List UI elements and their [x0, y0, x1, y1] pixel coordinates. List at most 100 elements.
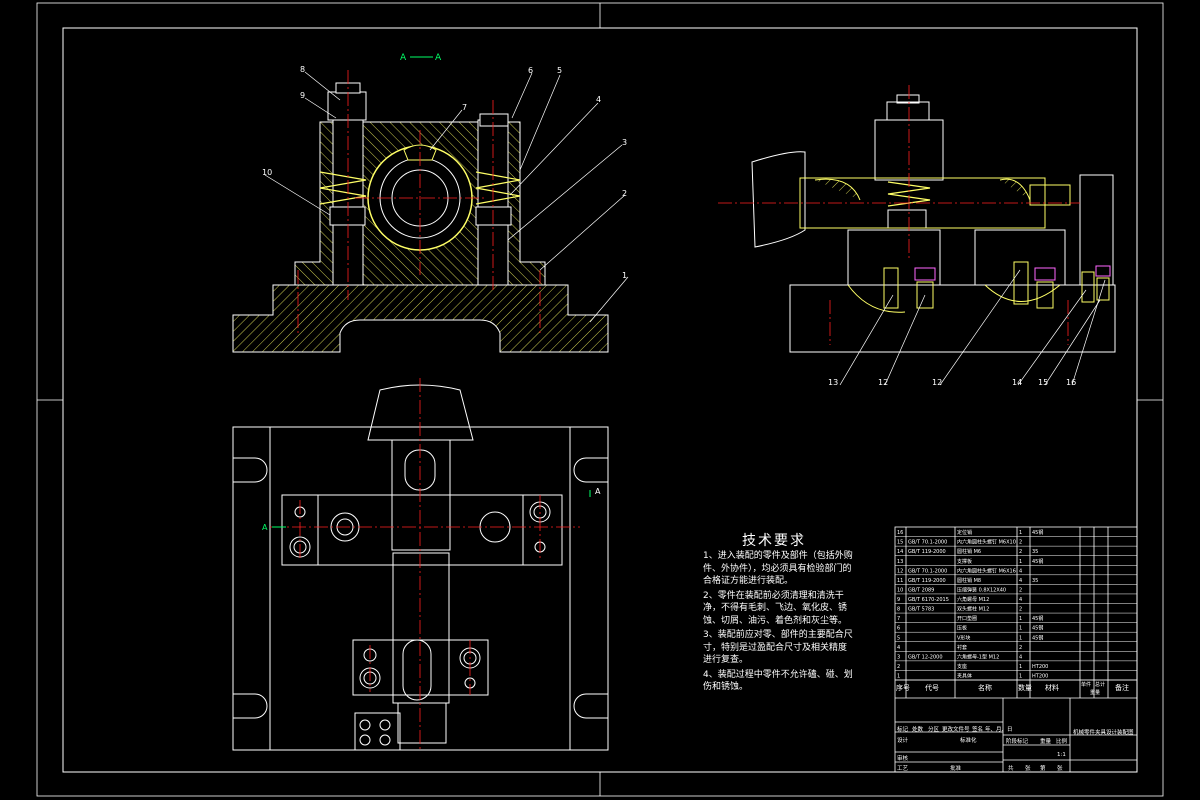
parts-cell: 2 [1019, 607, 1022, 613]
balloon-7: 7 [462, 103, 467, 112]
parts-cell: HT200 [1032, 664, 1048, 670]
parts-cell: 4 [897, 645, 900, 651]
parts-cell: 六角螺母-1型 M12 [957, 653, 999, 660]
parts-cell: 3 [897, 654, 900, 660]
tb-stage: 阶段标记 [1006, 737, 1029, 745]
parts-cell: 压板 [957, 625, 967, 632]
parts-cell: 4 [1019, 578, 1022, 584]
parts-cell: GB/T 70.1-2000 [908, 540, 947, 546]
balloon-12a: 12 [878, 378, 888, 387]
parts-cell: 8 [897, 607, 900, 613]
tech-req-item: 1、进入装配的零件及部件（包括外购件、外协件），均必须具有检验部门的合格证方能进… [703, 551, 853, 586]
parts-cell: 六角螺母 M12 [957, 596, 989, 603]
parts-cell: GB/T 119-2000 [908, 549, 946, 555]
tb-std: 标准化 [960, 736, 977, 744]
parts-cell: 2 [1019, 587, 1022, 593]
parts-cell: 4 [1019, 597, 1022, 603]
balloon-1: 1 [622, 271, 627, 280]
balloon-13: 13 [828, 378, 838, 387]
parts-cell: 2 [1019, 645, 1022, 651]
parts-cell: 35 [1032, 549, 1038, 555]
tech-req-item: 4、装配过程中零件不允许磕、碰、划伤和锈蚀。 [703, 669, 853, 693]
parts-cell: GB/T 5783 [908, 607, 934, 613]
tb-header-material: 材料 [1045, 683, 1059, 692]
parts-cell: 支座 [957, 663, 967, 670]
tb-sheet-2: 张 [1025, 764, 1031, 772]
balloon-9: 9 [300, 91, 305, 100]
parts-cell: 45钢 [1032, 634, 1043, 641]
parts-cell: 4 [1019, 568, 1022, 574]
parts-cell: 5 [897, 635, 900, 641]
parts-cell: 45钢 [1032, 529, 1043, 536]
parts-cell: 支撑板 [957, 558, 972, 565]
parts-cell: 定位销 [957, 529, 972, 536]
top-view: A A [232, 378, 609, 751]
tech-req-body: 1、进入装配的零件及部件（包括外购件、外协件），均必须具有检验部门的合格证方能进… [703, 550, 853, 696]
parts-cell: 衬套 [957, 644, 967, 651]
tech-req-item: 2、零件在装配前必须清理和清洗干净，不得有毛刺、飞边、氧化皮、锈蚀、切屑、油污、… [703, 590, 848, 626]
parts-cell: 13 [897, 559, 903, 565]
tb-process: 工艺 [897, 765, 909, 772]
parts-cell: 11 [897, 578, 903, 584]
tb-weight: 重量 [1090, 689, 1100, 696]
parts-cell: 7 [897, 616, 900, 622]
balloon-12b: 12 [932, 378, 942, 387]
tb-review: 审核 [897, 754, 909, 762]
balloon-14: 14 [1012, 378, 1022, 387]
tb-stage-scale: 比例 [1056, 737, 1068, 745]
tb-header-total: 总计 [1095, 681, 1105, 688]
parts-cell: GB/T 6170-2015 [908, 597, 949, 603]
balloon-2: 2 [622, 189, 627, 198]
parts-cell: 45钢 [1032, 558, 1043, 565]
tb-header-qty: 数量 [1018, 683, 1032, 692]
parts-cell: GB/T 12-2000 [908, 654, 943, 660]
section-mark-left: A [400, 53, 407, 63]
parts-cell: HT200 [1032, 674, 1048, 680]
balloon-4: 4 [596, 95, 601, 104]
parts-cell: 圆柱销 M6 [957, 548, 981, 555]
parts-cell: 9 [897, 597, 900, 603]
parts-cell: 14 [897, 549, 903, 555]
section-mark: A A [400, 53, 442, 63]
parts-cell: 35 [1032, 578, 1038, 584]
tb-mark: 标记 [897, 725, 909, 733]
parts-cell: 4 [1019, 654, 1022, 660]
tb-header-name: 名称 [978, 683, 992, 692]
parts-cell: 夹具体 [957, 673, 972, 680]
parts-cell: GB/T 119-2000 [908, 578, 946, 584]
tb-date: 年、月、日 [985, 725, 1013, 733]
parts-cell: GB/T 70.1-2000 [908, 568, 947, 574]
tb-scale-value: 1:1 [1057, 752, 1066, 758]
tech-req-title: 技术要求 [742, 533, 806, 549]
parts-cell: 45钢 [1032, 625, 1043, 632]
parts-cell: 内六角圆柱头螺钉 M6X16 [957, 567, 1016, 574]
balloon-10: 10 [262, 168, 272, 177]
tb-header-code: 代号 [925, 683, 939, 692]
side-view: 13 12 12 14 15 16 [718, 85, 1116, 387]
balloon-8: 8 [300, 65, 305, 74]
balloon-6: 6 [528, 66, 533, 75]
front-section-view: 8 9 10 7 6 5 4 3 2 1 [232, 65, 629, 353]
parts-cell: 10 [897, 587, 903, 593]
parts-cell: 1 [1019, 635, 1022, 641]
parts-cell: GB/T 2089 [908, 587, 934, 593]
tb-design: 设计 [897, 736, 909, 744]
parts-cell: 45钢 [1032, 615, 1043, 622]
section-mark-right: A [435, 53, 442, 63]
tb-header-unit: 单件 [1081, 681, 1091, 688]
parts-cell: 12 [897, 568, 903, 574]
parts-cell: 圆柱销 M8 [957, 577, 981, 584]
parts-cell: 开口垫圈 [957, 615, 977, 622]
parts-cell: 1 [1019, 530, 1022, 536]
balloon-16: 16 [1066, 378, 1076, 387]
section-arrow-a-right: A [595, 487, 601, 496]
tb-stage-weight: 重量 [1040, 737, 1052, 745]
parts-cell: 压缩弹簧 0.8X12X40 [957, 586, 1006, 593]
section-arrow-a-left: A [262, 523, 268, 532]
parts-cell: 1 [1019, 674, 1022, 680]
balloon-5: 5 [557, 66, 562, 75]
tb-count: 处数 [912, 725, 924, 733]
tech-req-item: 3、装配前应对零、部件的主要配合尺寸，特别是过盈配合尺寸及相关精度进行复查。 [703, 630, 853, 665]
